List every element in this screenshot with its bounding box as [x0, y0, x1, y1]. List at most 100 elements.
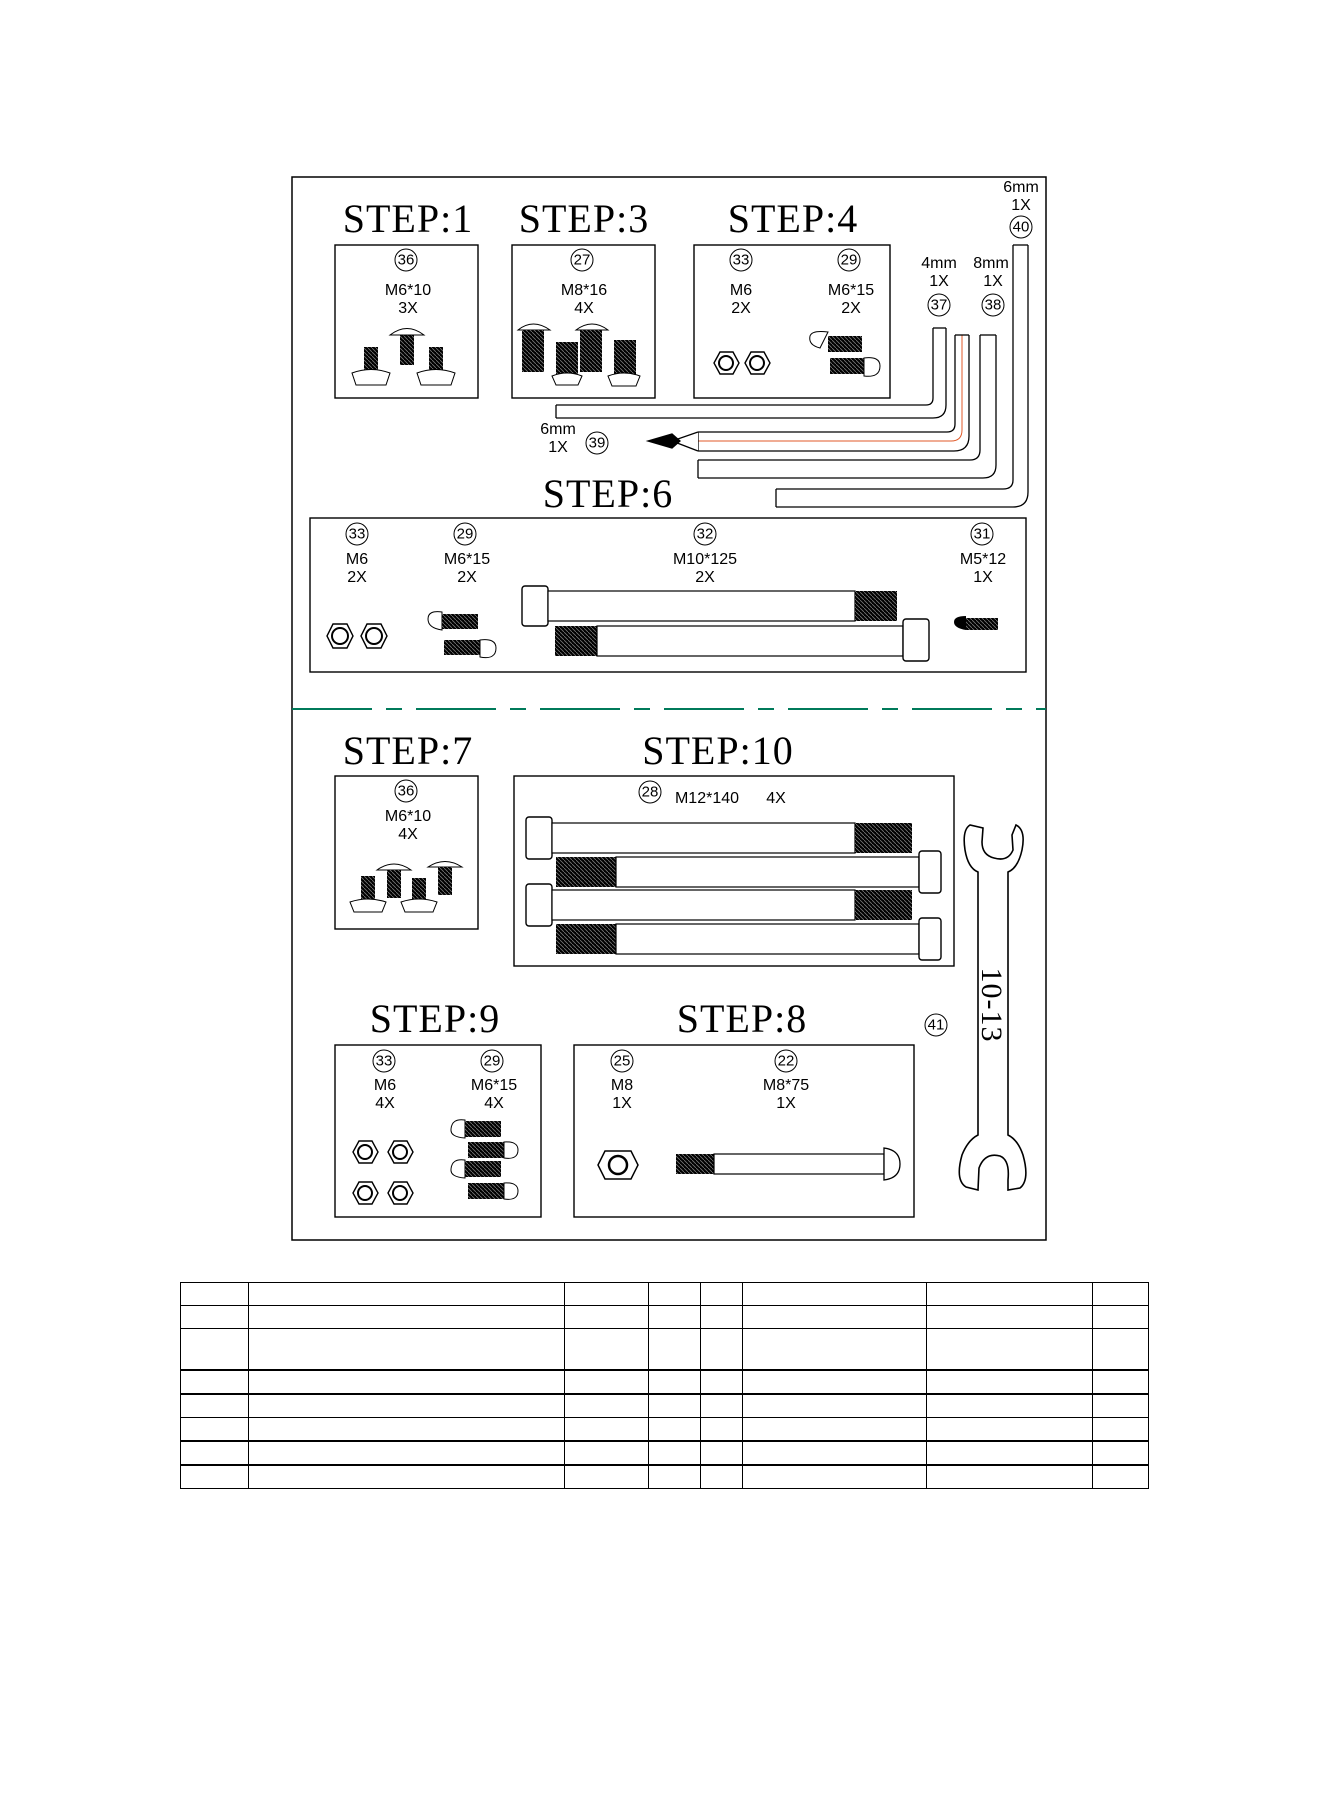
part-qty: 2X [731, 300, 751, 317]
part-number-circle [570, 248, 594, 272]
part-spec: M10*125 [673, 551, 737, 568]
part-number-circle [480, 1049, 504, 1073]
part-qty: 3X [398, 300, 418, 317]
part-number-circle [970, 522, 994, 546]
part-number: 25 [614, 1053, 631, 1070]
part-number-circle [453, 522, 477, 546]
table-row [180, 1282, 1149, 1306]
part-spec: M6 [730, 282, 752, 299]
key-qty: 1X [983, 273, 1003, 290]
bolt-group-icon [516, 323, 641, 387]
key-qty: 1X [548, 439, 568, 456]
part-number-circle [610, 1049, 634, 1073]
step-8-title: STEP:8 [677, 996, 807, 1041]
part-qty: 4X [574, 300, 594, 317]
part-spec: M5*12 [960, 551, 1006, 568]
part-qty: 2X [841, 300, 861, 317]
part-number: 27 [574, 252, 591, 269]
step-9-box [334, 1044, 542, 1218]
step-1-title: STEP:1 [343, 196, 473, 241]
step-4-box [693, 244, 891, 399]
part-number: 28 [642, 784, 659, 801]
part-number: 40 [1013, 219, 1030, 236]
long-bolt-set-icon [525, 816, 942, 961]
part-number: 29 [457, 526, 474, 543]
small-screw-icon [954, 616, 998, 630]
part-number: 36 [398, 252, 415, 269]
table-row [180, 1417, 1149, 1442]
part-spec: M6*15 [828, 282, 874, 299]
key-size: 8mm [973, 255, 1009, 272]
hex-nut-quad-icon [352, 1140, 414, 1205]
table-row [180, 1464, 1149, 1489]
part-spec: M6*10 [385, 808, 431, 825]
step-6-box [309, 517, 1027, 673]
part-qty: 4X [375, 1095, 395, 1112]
part-spec: M6 [374, 1077, 396, 1094]
table-row [180, 1305, 1149, 1329]
part-qty: 2X [347, 569, 367, 586]
step-9-title: STEP:9 [370, 996, 500, 1041]
part-number: 32 [697, 526, 714, 543]
hex-nut-icon [597, 1150, 639, 1180]
part-number-circle [837, 248, 861, 272]
part-number: 38 [985, 297, 1002, 314]
key-size: 6mm [1003, 179, 1039, 196]
part-number-circle [394, 779, 418, 803]
table-row [180, 1440, 1149, 1466]
step-7-box [334, 775, 479, 930]
bolt-group-icon [349, 861, 464, 913]
key-qty: 1X [929, 273, 949, 290]
part-number-circle [638, 780, 662, 804]
part-number: 29 [484, 1053, 501, 1070]
part-spec: M6*15 [471, 1077, 517, 1094]
part-number-circle [729, 248, 753, 272]
part-number: 33 [349, 526, 366, 543]
part-number-circle [394, 248, 418, 272]
part-qty: 2X [457, 569, 477, 586]
bolt-group-icon [450, 1119, 519, 1200]
part-spec: M8 [611, 1077, 633, 1094]
step-10-title: STEP:10 [642, 728, 793, 773]
wrench-icon: 10-13 [958, 823, 1027, 1192]
wrench-size: 10-13 [975, 968, 1008, 1043]
part-spec: M8*16 [561, 282, 607, 299]
part-qty: 4X [766, 790, 786, 807]
allen-key-labels: 6mm 1X 40 4mm 1X 37 8mm 1X 38 6mm 1X 39 [540, 179, 1039, 456]
part-number-circle [693, 522, 717, 546]
part-number: 29 [841, 252, 858, 269]
step-10-box [513, 775, 955, 967]
step-4-title: STEP:4 [728, 196, 858, 241]
part-spec: M6 [346, 551, 368, 568]
part-qty: 4X [484, 1095, 504, 1112]
long-bolt-icon [676, 1147, 901, 1181]
part-number: 22 [778, 1053, 795, 1070]
hex-nut-pair-icon [326, 623, 388, 649]
table-row [180, 1393, 1149, 1418]
step-3-box [511, 244, 656, 399]
part-number: 31 [974, 526, 991, 543]
key-size: 4mm [921, 255, 957, 272]
hex-nut-pair-icon [713, 351, 771, 375]
part-number: 33 [376, 1053, 393, 1070]
part-qty: 1X [776, 1095, 796, 1112]
bolt-pair-icon [809, 331, 881, 377]
key-qty: 1X [1011, 197, 1031, 214]
table-row [180, 1328, 1149, 1371]
part-number: 41 [928, 1017, 945, 1034]
part-qty: 1X [973, 569, 993, 586]
part-number: 39 [589, 435, 606, 452]
step-8-box [573, 1044, 915, 1218]
part-spec: M6*10 [385, 282, 431, 299]
part-number: 37 [931, 297, 948, 314]
part-spec: M6*15 [444, 551, 490, 568]
part-number-circle [372, 1049, 396, 1073]
step-3-title: STEP:3 [519, 196, 649, 241]
part-number-circle [774, 1049, 798, 1073]
part-qty: 1X [612, 1095, 632, 1112]
parts-table [180, 1282, 1149, 1489]
part-qty: 4X [398, 826, 418, 843]
step-6-title: STEP:6 [543, 471, 673, 516]
part-number: 33 [733, 252, 750, 269]
